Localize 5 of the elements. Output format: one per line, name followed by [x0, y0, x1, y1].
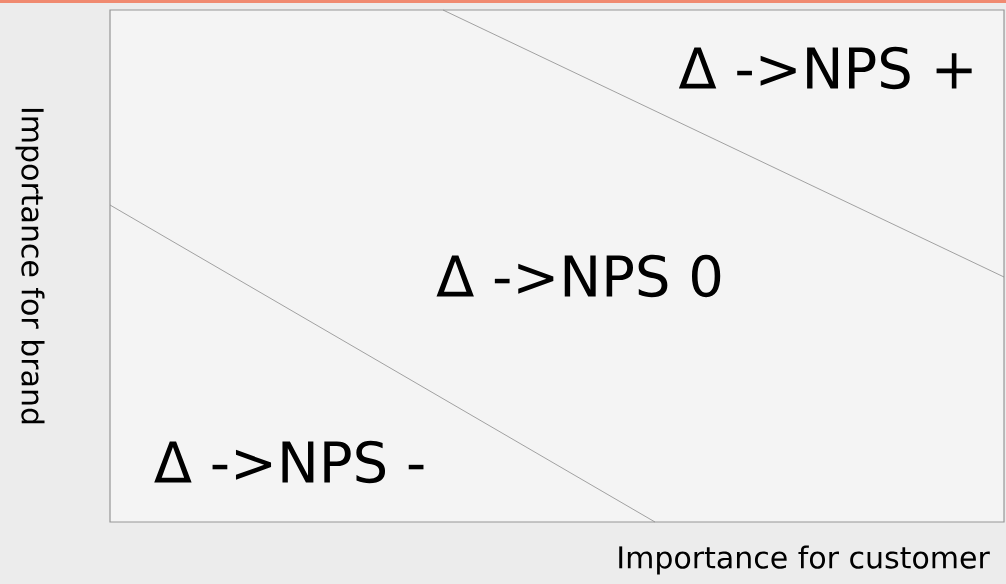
region-label: Δ ->NPS + [678, 46, 972, 90]
axis-label: Importance for customer [619, 545, 990, 575]
region-label: Δ ->NPS - [154, 440, 424, 484]
region-label: Δ ->NPS 0 [436, 254, 721, 298]
axis-label: Importance for brand [15, 108, 45, 424]
